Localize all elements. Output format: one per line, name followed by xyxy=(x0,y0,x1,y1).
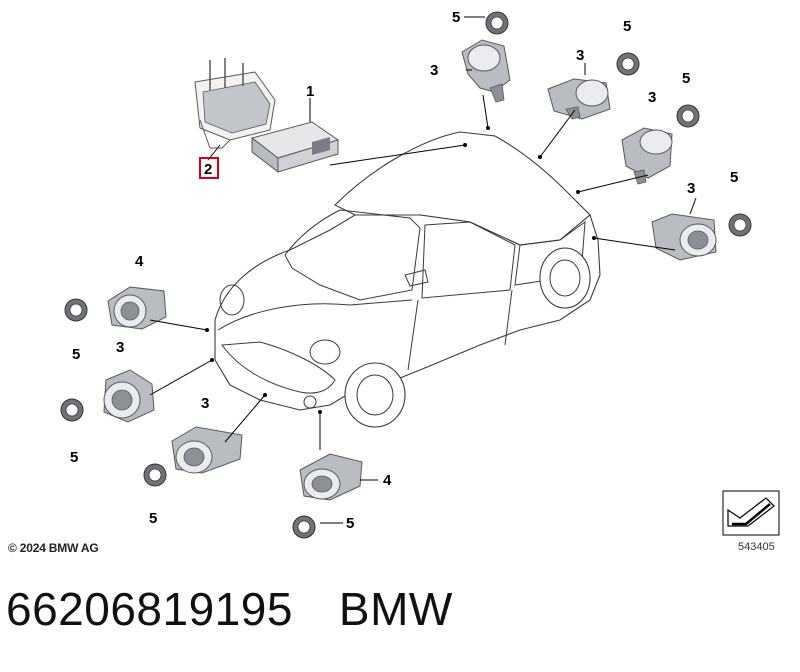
ring-upper-right-1 xyxy=(616,52,640,76)
callout-5-left-upper: 5 xyxy=(72,346,80,363)
sensor-front-center xyxy=(171,426,243,474)
callout-5-top: 5 xyxy=(452,9,460,26)
callout-5-upper-right-1: 5 xyxy=(623,18,631,35)
leader-endpoints xyxy=(205,126,596,414)
ring-left-upper xyxy=(64,298,88,322)
sensor-top xyxy=(461,39,511,103)
callout-4-front-right: 4 xyxy=(383,472,392,489)
ring-right xyxy=(728,213,752,237)
leader-lines xyxy=(149,16,697,524)
arrow-icon[interactable] xyxy=(722,490,780,536)
ring-top xyxy=(485,11,509,35)
callout-3-right: 3 xyxy=(687,180,695,197)
ring-left-lower xyxy=(60,398,84,422)
callout-2: 2 xyxy=(204,161,212,178)
callout-5-upper-right-2: 5 xyxy=(682,70,690,87)
car-outline xyxy=(214,131,601,428)
ring-front-right xyxy=(292,515,316,539)
sensor-left-lower xyxy=(103,369,155,423)
parts-diagram: 1 2 3 3 3 3 3 3 4 4 5 5 5 5 5 5 5 5 xyxy=(60,9,752,539)
sensor-front-right xyxy=(299,453,363,501)
callout-5-right: 5 xyxy=(730,169,738,186)
callout-3-top: 3 xyxy=(430,62,438,79)
sensor-upper-right-1 xyxy=(547,78,611,120)
callout-2-highlight xyxy=(199,157,219,179)
callout-3-front-center: 3 xyxy=(201,395,209,412)
sensor-left-upper xyxy=(107,286,167,330)
control-unit xyxy=(250,121,340,174)
control-unit-bracket xyxy=(194,58,276,149)
callout-5-left-lower: 5 xyxy=(70,449,78,466)
diagram-number: 543405 xyxy=(738,541,775,553)
ring-front-center xyxy=(143,463,167,487)
brand-name: BMW xyxy=(338,583,453,635)
callout-1: 1 xyxy=(306,83,314,100)
ring-upper-right-2 xyxy=(676,104,700,128)
callout-3-left-lower: 3 xyxy=(116,339,124,356)
callout-5-front-center: 5 xyxy=(149,510,157,527)
callout-4-left-upper: 4 xyxy=(135,253,144,270)
part-number: 66206819195 xyxy=(6,583,293,635)
sensor-right xyxy=(651,213,717,261)
copyright-text: © 2024 BMW AG xyxy=(8,541,99,555)
callout-3-upper-right-2: 3 xyxy=(648,89,656,106)
callout-3-upper-right-1: 3 xyxy=(576,47,584,64)
part-caption: 66206819195 BMW xyxy=(6,582,453,636)
callout-5-front-right: 5 xyxy=(346,515,354,532)
